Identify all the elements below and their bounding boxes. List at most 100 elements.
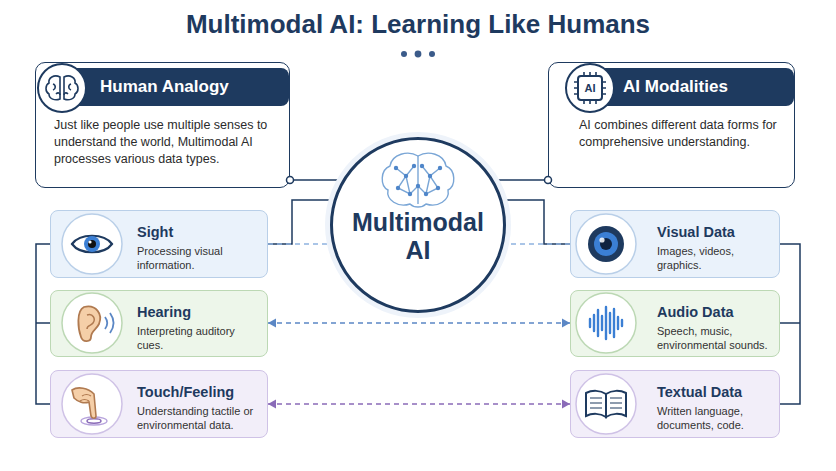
- hand-icon-part: [87, 419, 101, 423]
- junction-dots-part: [287, 177, 294, 184]
- connector: [268, 200, 334, 244]
- network-brain-icon-part: [417, 156, 418, 204]
- connector-line: [268, 322, 570, 324]
- diagram-title: Multimodal AI: Learning Like Humans: [0, 9, 836, 39]
- waveform-icon-part: [576, 293, 636, 353]
- left-bracket: [36, 244, 50, 404]
- connector-line: [502, 200, 570, 244]
- left-bracket-part: [36, 244, 50, 404]
- network-brain-icon-part: [438, 166, 442, 170]
- waveform-icon-part: [590, 307, 622, 339]
- panel-heading: Human Analogy: [56, 68, 289, 106]
- connector: [502, 200, 570, 244]
- book-icon-part: [576, 374, 636, 434]
- book-icon: [576, 374, 636, 434]
- chip-icon: [566, 64, 614, 112]
- network-brain-icon-part: [394, 166, 398, 170]
- waveform-icon-part: [590, 307, 622, 339]
- network-brain-icon-part: [408, 192, 412, 196]
- right-bracket: [780, 244, 800, 404]
- network-brain-icon-part: [404, 174, 408, 178]
- panel-body: Just like people use multiple senses to …: [54, 117, 272, 168]
- eye-icon-part: [84, 236, 100, 252]
- connector-line: [494, 179, 548, 181]
- chip-icon-part: [566, 64, 614, 112]
- lens-icon-part: [576, 214, 636, 274]
- right-bracket-part: [780, 244, 800, 404]
- box-title: Audio Data: [657, 303, 775, 321]
- hand-icon-part: [80, 395, 91, 402]
- eye-icon-part: [88, 240, 96, 248]
- hub-label: Multimodal AI: [343, 208, 493, 264]
- brain-icon-part: [53, 84, 71, 95]
- brain-icon-part: [46, 76, 60, 100]
- box-title: Hearing: [137, 303, 263, 321]
- arrow-head: [562, 400, 570, 409]
- box-title: Textual Data: [657, 383, 775, 401]
- panel-body: AI combines different data forms for com…: [579, 117, 779, 151]
- box-description: Images, videos, graphics.: [657, 244, 775, 273]
- brain-icon-part: [38, 64, 86, 112]
- brain-icon-part: [46, 76, 78, 100]
- ear-icon-part: [78, 306, 100, 341]
- box-description: Processing visual information.: [137, 244, 263, 273]
- connector: [268, 319, 570, 328]
- hand-icon-part: [72, 388, 96, 418]
- eye-icon-part: [72, 236, 112, 253]
- hand-icon-part: [62, 374, 122, 434]
- ear-icon-part: [62, 293, 122, 353]
- hand-icon: [62, 374, 122, 434]
- box-description: Written language, documents, code.: [657, 404, 775, 433]
- brain-icon-part: [64, 76, 78, 100]
- title-dots-part: [401, 51, 407, 57]
- lens-icon-part: [600, 238, 612, 250]
- ear-icon-part: [87, 315, 94, 329]
- arrow-head: [268, 400, 276, 409]
- right-bracket-part: [780, 322, 800, 324]
- lens-icon-part: [594, 232, 618, 256]
- ear-icon-part: [105, 313, 114, 333]
- left-bracket-part: [36, 322, 50, 324]
- waveform-icon: [576, 293, 636, 353]
- network-brain-icon-part: [416, 184, 420, 188]
- brain-icon: [38, 64, 86, 112]
- box-title: Touch/Feeling: [137, 383, 263, 401]
- title-dots-part: [429, 51, 435, 57]
- eye-icon: [62, 214, 122, 274]
- book-icon-part: [586, 391, 606, 417]
- network-brain-icon-part: [420, 164, 424, 168]
- network-brain-icon-part: [428, 174, 432, 178]
- book-icon-part: [590, 398, 622, 408]
- network-brain-icon-part: [412, 164, 416, 168]
- icon-label: AI: [575, 80, 605, 96]
- lens-icon: [576, 214, 636, 274]
- junction-dots-part: [545, 177, 552, 184]
- title-dots: [401, 51, 435, 58]
- lens-icon-part: [599, 237, 604, 242]
- arrow-head: [268, 319, 276, 328]
- chip-icon-part: [574, 72, 606, 104]
- connector-line: [290, 179, 342, 181]
- lens-icon-part: [588, 226, 624, 262]
- chip-icon-part: [574, 72, 606, 104]
- ear-icon: [62, 293, 122, 353]
- title-dots-part: [415, 51, 422, 58]
- eye-icon-part: [88, 240, 91, 243]
- network-brain-icon-part: [424, 192, 428, 196]
- box-description: Understanding tactile or environmental d…: [137, 404, 263, 433]
- box-title: Visual Data: [657, 223, 775, 241]
- eye-icon-part: [62, 214, 122, 274]
- connector: [290, 180, 342, 181]
- connector: [494, 180, 548, 181]
- box-description: Interpreting auditory cues.: [137, 324, 263, 353]
- box-description: Speech, music, environmental sounds.: [657, 324, 775, 353]
- arrow-head: [562, 319, 570, 328]
- box-title: Sight: [137, 223, 263, 241]
- book-icon-part: [606, 391, 626, 417]
- network-brain-icon-part: [396, 186, 400, 190]
- connector: [268, 400, 570, 409]
- connector-line: [268, 200, 334, 244]
- connector-line: [268, 403, 570, 405]
